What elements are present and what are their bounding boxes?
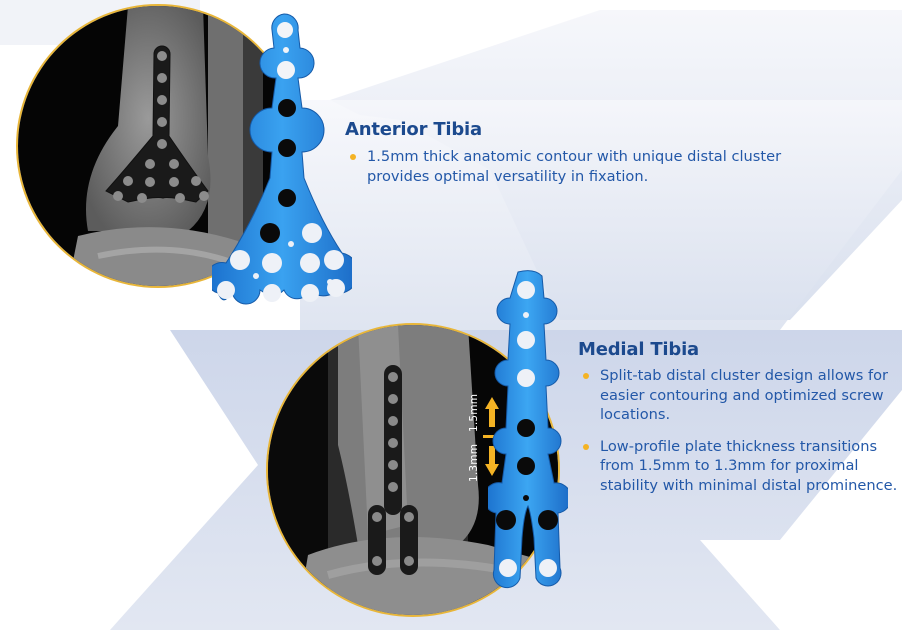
- anterior-tibia-section: Anterior Tibia 1.5mm thick anatomic cont…: [345, 119, 795, 186]
- bullet-text: 1.5mm thick anatomic contour with unique…: [367, 148, 782, 185]
- arrow-down-icon: [485, 446, 499, 476]
- bullet-text: Low-profile plate thickness transitions …: [600, 437, 898, 494]
- anterior-tibia-title: Anterior Tibia: [345, 119, 482, 140]
- medial-tibia-plate: [488, 270, 568, 589]
- bullet-icon: [583, 373, 589, 379]
- bullet-icon: [350, 154, 356, 160]
- medial-tibia-section: Medial Tibia Split-tab distal cluster de…: [578, 339, 898, 495]
- thickness-label-lower: 1.3mm: [468, 443, 480, 482]
- divider-line: [483, 435, 501, 438]
- medial-tibia-title: Medial Tibia: [578, 339, 700, 360]
- medial-bullet-2: Low-profile plate thickness transitions …: [578, 437, 898, 496]
- medial-bullet-1: Split-tab distal cluster design allows f…: [578, 366, 898, 425]
- thickness-label-upper: 1.5mm: [468, 393, 480, 432]
- anterior-bullet-1: 1.5mm thick anatomic contour with unique…: [345, 147, 795, 186]
- arrow-up-icon: [485, 397, 499, 427]
- bullet-icon: [583, 443, 589, 450]
- bullet-text: Split-tab distal cluster design allows f…: [600, 367, 889, 423]
- anterior-tibia-plate: [212, 13, 352, 305]
